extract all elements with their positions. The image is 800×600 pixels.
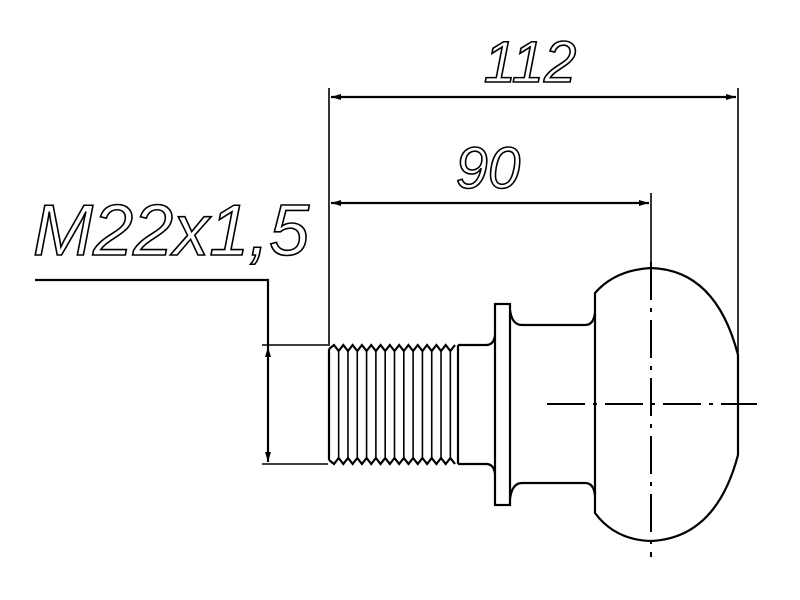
thread-spec-label: M22x1,5 <box>33 191 310 271</box>
dimension-90-label: 90 <box>456 136 521 201</box>
dimension-90: 90 <box>331 135 649 206</box>
bolt-head <box>593 266 740 543</box>
thread-callout: M22x1,5 <box>32 190 311 462</box>
bolt-body <box>327 266 740 543</box>
extension-lines <box>262 88 739 465</box>
centerlines <box>547 262 757 557</box>
thread-profile <box>327 343 460 464</box>
flange <box>493 302 512 507</box>
dimension-112-label: 112 <box>484 30 576 95</box>
thread-profile <box>328 456 456 466</box>
thread-section <box>327 343 460 466</box>
dimension-112: 112 <box>331 29 736 100</box>
